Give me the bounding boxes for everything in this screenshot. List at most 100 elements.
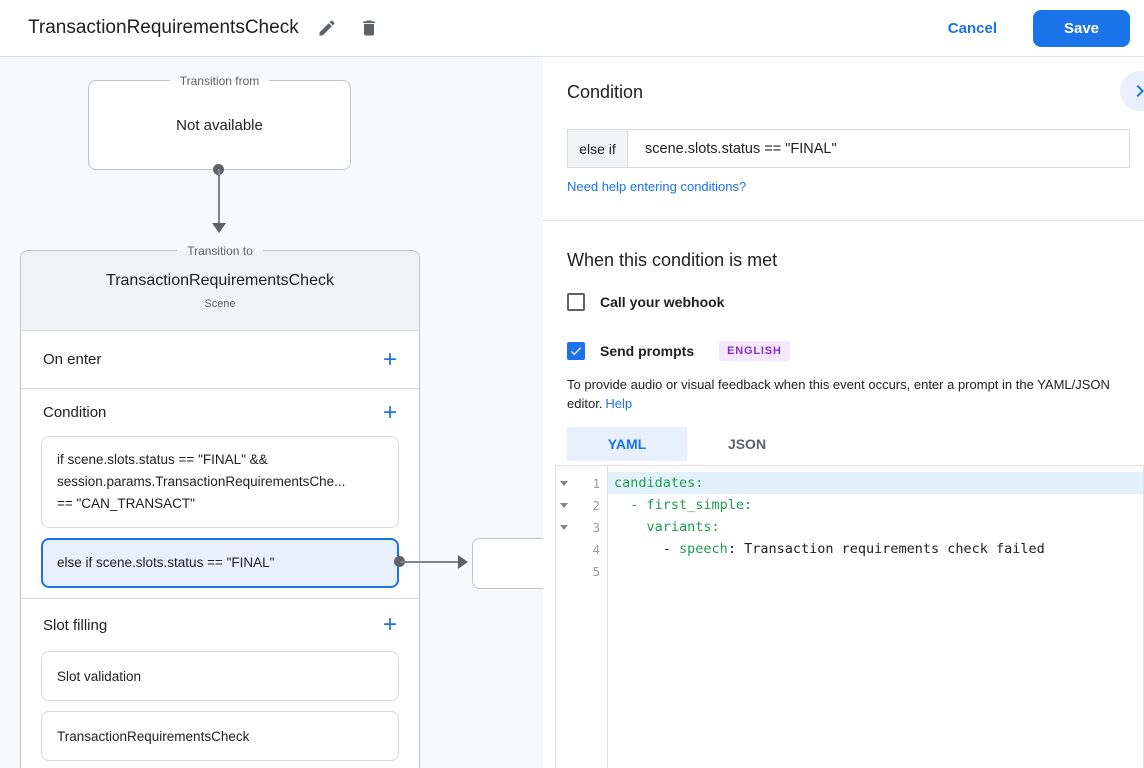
pencil-icon <box>319 20 335 36</box>
editor-tabs: YAML JSON <box>567 427 807 461</box>
prompts-checkbox-row[interactable]: Send prompts ENGLISH <box>567 341 790 361</box>
editor-description-text: To provide audio or visual feedback when… <box>567 377 1110 411</box>
fold-arrow-icon[interactable] <box>556 502 572 508</box>
transition-to-label: Transition to <box>177 243 263 259</box>
language-badge: ENGLISH <box>719 341 790 361</box>
fold-arrow-icon[interactable] <box>556 524 572 530</box>
gutter-row: 4 <box>556 538 607 560</box>
condition-detail-panel: Condition else if Need help entering con… <box>543 57 1144 768</box>
slot-filling-label: Slot filling <box>43 616 108 634</box>
card-divider <box>21 598 419 599</box>
condition-item-line: session.params.TransactionRequirementsCh… <box>57 474 346 489</box>
fold-arrow-icon[interactable] <box>556 480 572 486</box>
code-line: variants: <box>608 516 1143 538</box>
connector-line <box>400 561 460 563</box>
scene-diagram-panel: Transition from Not available Transition… <box>0 57 543 768</box>
on-enter-label: On enter <box>43 351 102 368</box>
add-condition-button[interactable] <box>377 399 403 426</box>
top-bar: TransactionRequirementsCheck Cancel Save <box>0 0 1144 57</box>
code-line: candidates: <box>608 472 1143 494</box>
webhook-label: Call your webhook <box>600 294 725 310</box>
transition-to-card: Transition to TransactionRequirementsChe… <box>20 243 420 768</box>
condition-input-group: else if <box>567 129 1130 168</box>
condition-item[interactable]: if scene.slots.status == "FINAL" && sess… <box>41 436 399 528</box>
gutter-row: 3 <box>556 516 607 538</box>
slot-filling-section-header: Slot filling <box>21 599 419 651</box>
scene-card-header: TransactionRequirementsCheck Scene <box>21 251 419 331</box>
webhook-checkbox-row[interactable]: Call your webhook <box>567 293 724 311</box>
code-line: - speech: Transaction requirements check… <box>608 538 1143 560</box>
arrow-down-icon <box>212 223 226 233</box>
gutter-row: 5 <box>556 560 607 582</box>
line-number: 2 <box>592 497 600 513</box>
panel-title: Condition <box>567 82 644 102</box>
cancel-button[interactable]: Cancel <box>942 19 1003 38</box>
condition-item-line: if scene.slots.status == "FINAL" && <box>57 452 268 467</box>
webhook-checkbox[interactable] <box>567 293 585 311</box>
when-condition-title: When this condition is met <box>567 250 778 270</box>
line-number: 5 <box>592 563 600 579</box>
add-slot-button[interactable] <box>377 611 403 638</box>
code-segment: : Transaction requirements check failed <box>727 541 1045 557</box>
arrow-right-icon <box>458 555 468 569</box>
code-line <box>608 560 1143 582</box>
slot-item-label: TransactionRequirementsCheck <box>57 728 250 744</box>
transition-target-box[interactable] <box>472 538 543 589</box>
save-button[interactable]: Save <box>1033 9 1130 47</box>
on-enter-row[interactable]: On enter <box>21 331 419 389</box>
scene-name: TransactionRequirementsCheck <box>106 272 334 289</box>
condition-input[interactable] <box>628 130 1129 167</box>
page-title: TransactionRequirementsCheck <box>28 17 299 38</box>
condition-item-line: else if scene.slots.status == "FINAL" <box>57 555 275 570</box>
code-editor[interactable]: 1 2 3 4 5 can <box>555 465 1144 768</box>
triangle-down-icon <box>560 524 568 530</box>
panel-divider <box>543 220 1144 221</box>
code-segment: candidates: <box>614 475 704 491</box>
prompts-label: Send prompts <box>600 343 695 359</box>
transition-from-value: Not available <box>176 116 263 134</box>
check-icon <box>570 347 582 356</box>
gutter-row: 2 <box>556 494 607 516</box>
condition-prefix: else if <box>568 130 628 167</box>
collapse-panel-button[interactable] <box>1120 71 1144 111</box>
tab-json[interactable]: JSON <box>687 427 807 461</box>
plus-icon <box>383 346 397 373</box>
add-on-enter-button[interactable] <box>377 346 403 373</box>
plus-icon <box>383 399 397 426</box>
connector-line <box>218 169 220 224</box>
condition-section-label: Condition <box>43 404 107 421</box>
triangle-down-icon <box>560 480 568 486</box>
slot-item[interactable]: TransactionRequirementsCheck <box>41 711 399 761</box>
condition-item-selected[interactable]: else if scene.slots.status == "FINAL" <box>41 538 399 588</box>
slot-validation-item[interactable]: Slot validation <box>41 651 399 701</box>
scene-type: Scene <box>204 298 236 310</box>
gutter-row: 1 <box>556 472 607 494</box>
edit-scene-button[interactable] <box>313 14 341 42</box>
tab-yaml[interactable]: YAML <box>567 427 687 461</box>
trash-icon <box>362 20 375 36</box>
help-link[interactable]: Help <box>605 396 633 411</box>
line-number: 1 <box>592 475 600 491</box>
plus-icon <box>383 611 397 638</box>
transition-from-box: Transition from Not available <box>88 73 351 170</box>
condition-section-header: Condition <box>21 389 419 436</box>
triangle-down-icon <box>560 502 568 508</box>
line-number: 3 <box>592 519 600 535</box>
slot-item-label: Slot validation <box>57 668 142 684</box>
code-segment: speech <box>679 541 728 557</box>
line-number: 4 <box>592 541 600 557</box>
code-segment: variants: <box>614 519 720 535</box>
chevron-right-icon <box>1136 85 1144 97</box>
editor-description: To provide audio or visual feedback when… <box>567 375 1135 413</box>
code-line: - first_simple: <box>608 494 1143 516</box>
connector-dot-icon <box>394 556 405 567</box>
transition-from-label: Transition from <box>169 73 270 89</box>
delete-scene-button[interactable] <box>355 14 383 42</box>
condition-item-line: == "CAN_TRANSACT" <box>57 496 195 511</box>
prompts-checkbox[interactable] <box>567 342 585 360</box>
code-segment: - <box>614 541 680 557</box>
editor-gutter: 1 2 3 4 5 <box>556 466 608 768</box>
conditions-help-link[interactable]: Need help entering conditions? <box>567 179 747 194</box>
editor-code-area[interactable]: candidates: - first_simple: variants: - … <box>608 466 1143 768</box>
